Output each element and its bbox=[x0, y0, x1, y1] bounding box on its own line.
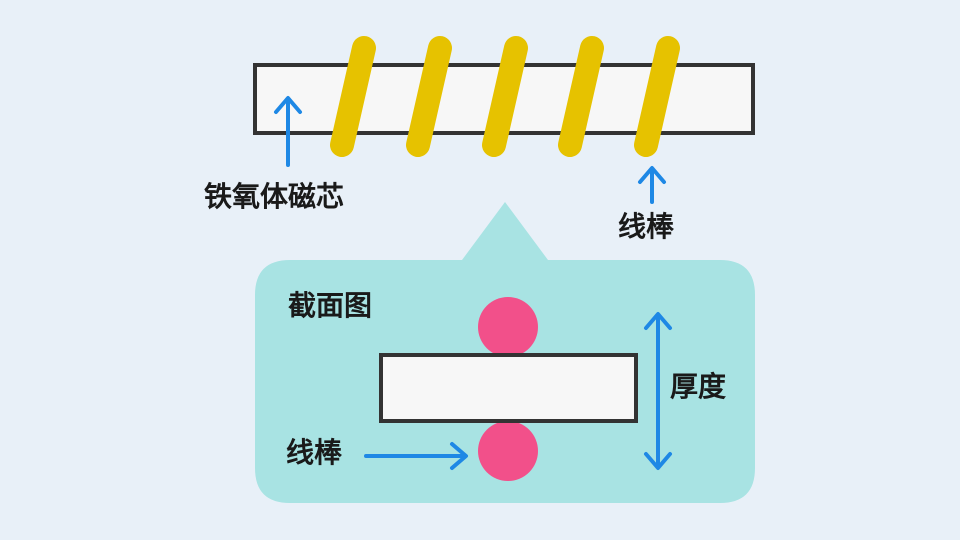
ferrite-core-label: 铁氧体磁芯 bbox=[204, 180, 345, 213]
winding-turn-5 bbox=[634, 36, 680, 157]
thickness-label: 厚度 bbox=[670, 370, 727, 403]
wire-section-top bbox=[478, 297, 538, 357]
wire-bottom-pointer-arrowhead bbox=[450, 442, 468, 470]
core-pointer-arrowhead bbox=[274, 96, 302, 114]
thickness-arrowhead-top bbox=[644, 312, 672, 330]
cross-section-label: 截面图 bbox=[288, 289, 373, 322]
winding-turn-2 bbox=[406, 36, 452, 157]
winding-turn-4 bbox=[558, 36, 604, 157]
core-section bbox=[379, 353, 638, 423]
winding-group bbox=[330, 36, 680, 157]
wire-label-bottom: 线棒 bbox=[286, 436, 343, 469]
thickness-arrowhead-bottom bbox=[644, 452, 672, 470]
wire-label-top: 线棒 bbox=[618, 210, 675, 243]
winding-turn-1 bbox=[330, 36, 376, 157]
wire-top-pointer-arrowhead bbox=[638, 166, 666, 184]
wire-section-bottom bbox=[478, 421, 538, 481]
winding-turn-3 bbox=[482, 36, 528, 157]
